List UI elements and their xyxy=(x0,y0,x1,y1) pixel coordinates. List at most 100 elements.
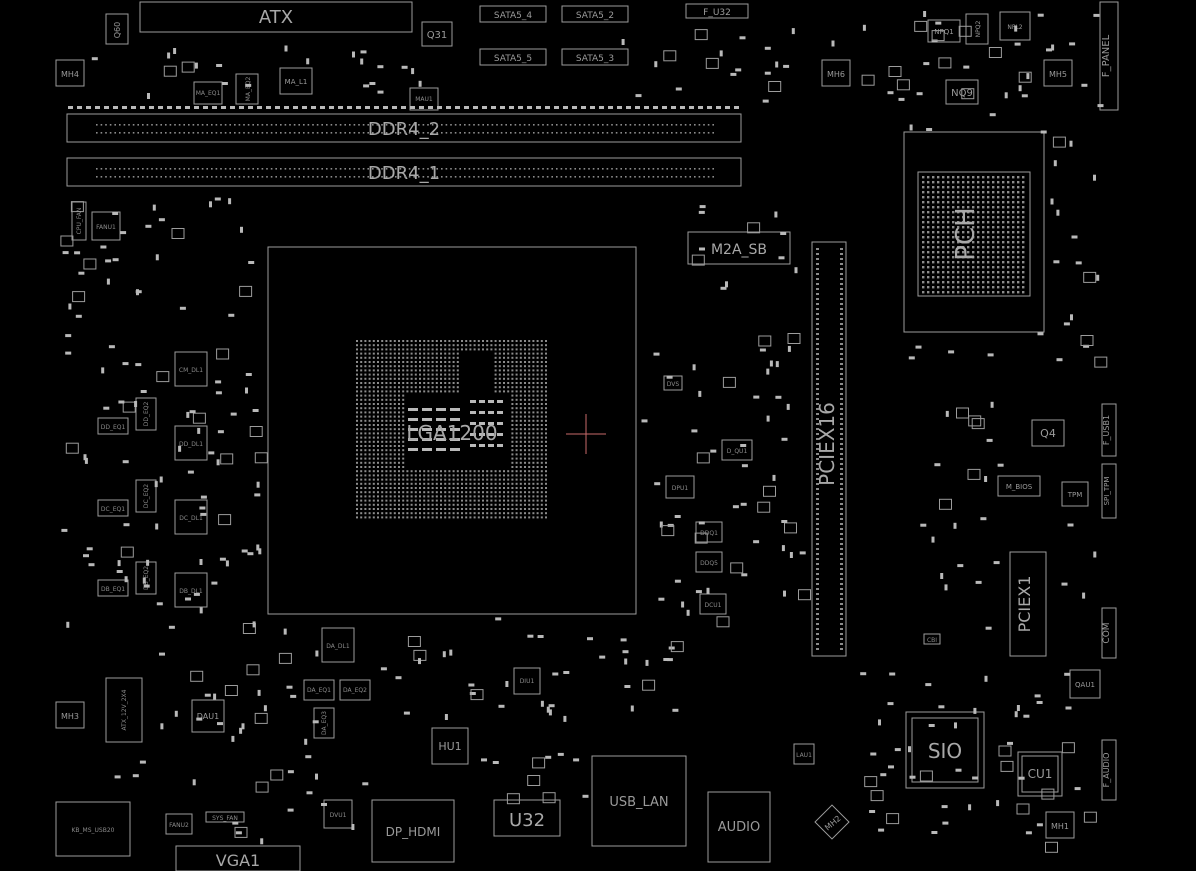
mh5-mount-hole[interactable]: MH5 xyxy=(1043,59,1073,87)
sata-5-4-connector[interactable]: SATA5_4 xyxy=(479,5,547,23)
da-dl1-inductor[interactable]: DA_DL1 xyxy=(321,627,355,663)
q4-label: Q4 xyxy=(1040,427,1056,440)
pch-chip[interactable]: PCH xyxy=(903,131,1045,333)
da-eq1-mosfet[interactable]: DA_EQ1 xyxy=(303,679,335,701)
qau1-component[interactable]: QAU1 xyxy=(1069,669,1101,699)
dd-eq2-label: DD_EQ2 xyxy=(143,402,150,427)
dd-eq1-mosfet[interactable]: DD_EQ1 xyxy=(97,417,129,435)
vga1-connector[interactable]: VGA1 xyxy=(175,845,301,871)
q60-component[interactable]: Q60 xyxy=(105,13,129,45)
mh6-mount-hole[interactable]: MH6 xyxy=(821,59,851,87)
dc-eq2-mosfet[interactable]: DC_EQ2 xyxy=(135,479,157,513)
kb-ms-usb20-connector[interactable]: KB_MS_USB20 xyxy=(55,801,131,857)
dd-dl1-inductor[interactable]: DD_DL1 xyxy=(174,425,208,461)
dc-dl1-label: DC_DL1 xyxy=(179,515,203,522)
mh5-label: MH5 xyxy=(1049,70,1067,79)
dc-dl1-inductor[interactable]: DC_DL1 xyxy=(174,499,208,535)
audio-connector[interactable]: AUDIO xyxy=(707,791,771,863)
atx-12v-label: ATX_12V_2X4 xyxy=(121,689,128,730)
cm-dl1-label: CM_DL1 xyxy=(179,367,203,374)
q31-label: Q31 xyxy=(427,30,448,41)
sata-5-3-connector[interactable]: SATA5_3 xyxy=(561,48,629,66)
db-eq2-label: DB_EQ2 xyxy=(143,566,150,590)
f-audio-label: F_AUDIO xyxy=(1102,753,1111,788)
fanu2-chip[interactable]: FANU2 xyxy=(165,813,193,835)
usb-lan-connector[interactable]: USB_LAN xyxy=(591,755,687,847)
dpu1-chip[interactable]: DPU1 xyxy=(665,475,695,499)
f-panel-header[interactable]: F_PANEL xyxy=(1099,1,1119,111)
f-panel-label: F_PANEL xyxy=(1101,34,1112,77)
mau1-chip[interactable]: MAU1 xyxy=(409,87,439,111)
db-dl1-inductor[interactable]: DB_DL1 xyxy=(174,572,208,608)
dvu1-chip[interactable]: DVU1 xyxy=(323,799,353,829)
pch-label: PCH xyxy=(951,207,981,260)
ma-eq2-label: MA_EQ2 xyxy=(245,77,252,102)
tpm-chip[interactable]: TPM xyxy=(1061,481,1089,507)
u32-connector[interactable]: U32 xyxy=(493,799,561,837)
pciex16-slot[interactable]: PCIEX16 xyxy=(811,241,847,657)
spi-tpm-header[interactable]: SPI_TPM xyxy=(1101,463,1117,519)
com-header[interactable]: COM xyxy=(1101,607,1117,659)
mh1-mount-hole[interactable]: MH1 xyxy=(1045,811,1075,839)
db-eq1-mosfet[interactable]: DB_EQ1 xyxy=(97,579,129,597)
f-audio-header[interactable]: F_AUDIO xyxy=(1101,739,1117,801)
q31-component[interactable]: Q31 xyxy=(421,21,453,47)
ddq5-label: DDQ5 xyxy=(700,560,718,567)
cbi-component[interactable]: CBI xyxy=(923,633,941,645)
lau1-chip[interactable]: LAU1 xyxy=(793,743,815,765)
ma-eq1-component[interactable]: MA_EQ1 xyxy=(193,81,223,105)
dvu1-label: DVU1 xyxy=(330,812,347,819)
da-eq1-label: DA_EQ1 xyxy=(307,687,331,694)
audio-label: AUDIO xyxy=(718,820,761,835)
ddq1-label: DDQ1 xyxy=(700,530,718,537)
cm-dl1-inductor[interactable]: CM_DL1 xyxy=(174,351,208,387)
dvs-chip[interactable]: DVS xyxy=(663,375,683,391)
db-eq2-mosfet[interactable]: DB_EQ2 xyxy=(135,561,157,595)
sata-5-2-connector[interactable]: SATA5_2 xyxy=(561,5,629,23)
atx-label: ATX xyxy=(259,7,293,28)
dd-dl1-label: DD_DL1 xyxy=(179,441,203,448)
pciex1-slot[interactable]: PCIEX1 xyxy=(1009,551,1047,657)
f-u32-connector[interactable]: F_U32 xyxy=(685,3,749,19)
cu1-chip[interactable]: CU1 xyxy=(1017,751,1063,797)
dc-eq1-mosfet[interactable]: DC_EQ1 xyxy=(97,499,129,517)
sys-fan-header[interactable]: SYS_FAN xyxy=(205,811,245,823)
lau1-label: LAU1 xyxy=(796,752,812,759)
ma-eq2-component[interactable]: MA_EQ2 xyxy=(235,73,259,105)
dd-eq2-mosfet[interactable]: DD_EQ2 xyxy=(135,397,157,431)
crosshair-marker xyxy=(566,414,606,454)
da-eq2-mosfet[interactable]: DA_EQ2 xyxy=(339,679,371,701)
hu1-chip[interactable]: HU1 xyxy=(431,727,469,765)
dp-hdmi-connector[interactable]: DP_HDMI xyxy=(371,799,455,863)
dd-eq1-label: DD_EQ1 xyxy=(101,424,126,431)
atx-12v-connector[interactable]: ATX_12V_2X4 xyxy=(105,677,143,743)
d-qu1-chip[interactable]: D_QU1 xyxy=(721,439,753,461)
diu1-chip[interactable]: DIU1 xyxy=(513,667,541,695)
npq2-component[interactable]: NPQ2 xyxy=(965,13,989,45)
q4-component[interactable]: Q4 xyxy=(1031,419,1065,447)
f-usb1-header[interactable]: F_USB1 xyxy=(1101,403,1117,457)
mh4-mount-hole[interactable]: MH4 xyxy=(55,59,85,87)
m-bios-chip[interactable]: M_BIOS xyxy=(997,475,1041,497)
da-eq2-label: DA_EQ2 xyxy=(343,687,367,694)
sio-chip[interactable]: SIO xyxy=(905,711,985,789)
dcu1-chip[interactable]: DCU1 xyxy=(699,593,727,615)
atx-connector[interactable]: ATX xyxy=(139,1,413,33)
dau1-chip[interactable]: DAU1 xyxy=(191,699,225,733)
qau1-label: QAU1 xyxy=(1075,681,1095,689)
sata-5-2-label: SATA5_2 xyxy=(576,11,614,21)
ddr4-2-label: DDR4_2 xyxy=(368,119,440,140)
mh3-mount-hole[interactable]: MH3 xyxy=(55,701,85,729)
fanu1-chip[interactable]: FANU1 xyxy=(91,211,121,241)
sata-5-5-connector[interactable]: SATA5_5 xyxy=(479,48,547,66)
cu1-label: CU1 xyxy=(1028,767,1053,781)
ma-l1-inductor[interactable]: MA_L1 xyxy=(279,67,313,95)
f-usb1-label: F_USB1 xyxy=(1102,415,1111,445)
mh1-label: MH1 xyxy=(1051,822,1069,831)
ddq5-component[interactable]: DDQ5 xyxy=(695,551,723,573)
ddq1-component[interactable]: DDQ1 xyxy=(695,521,723,543)
m2a-sb-slot[interactable]: M2A_SB xyxy=(687,231,791,265)
lga1200-socket[interactable]: LGA1200 xyxy=(267,246,637,615)
dcu1-label: DCU1 xyxy=(704,602,721,609)
